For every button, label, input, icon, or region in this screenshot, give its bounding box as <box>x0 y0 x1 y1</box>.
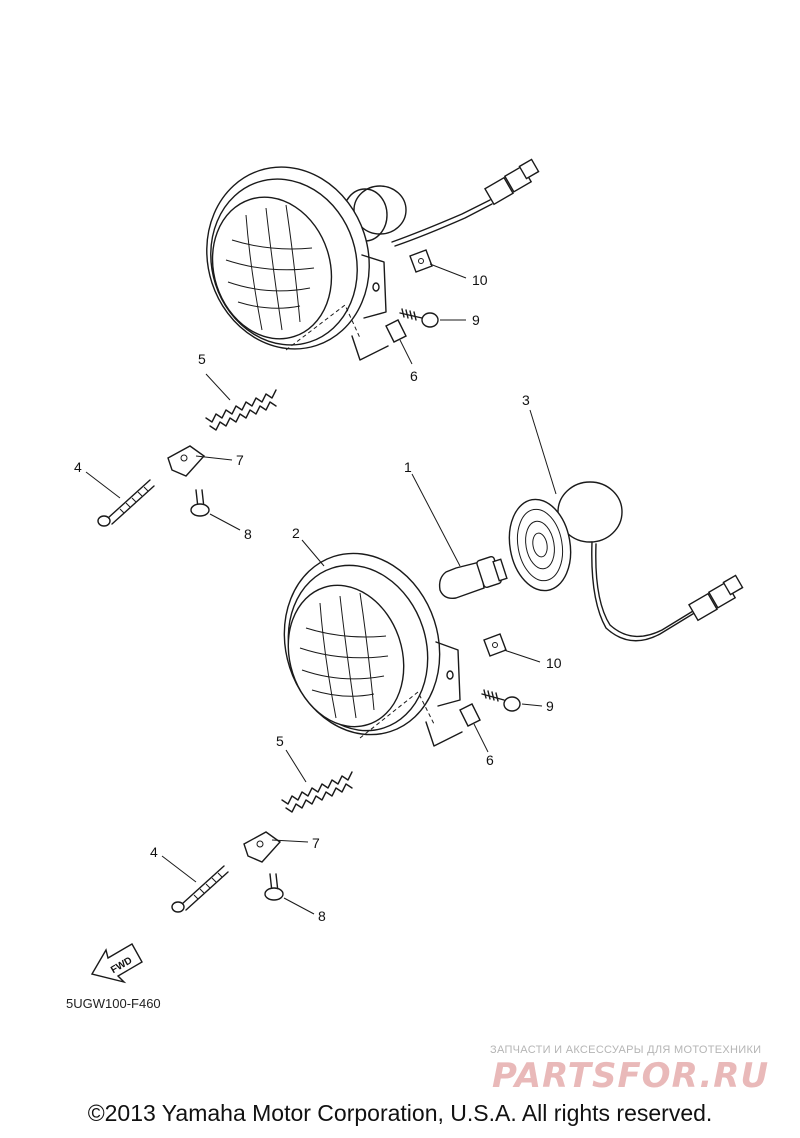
callout-5-lower: 5 <box>276 733 284 749</box>
upper-bolt-4 <box>97 479 155 527</box>
upper-headlight <box>206 158 540 361</box>
callout-6-lower: 6 <box>486 752 494 768</box>
lower-spring-5 <box>281 771 353 813</box>
watermark-logo: PARTSFOR.RU <box>492 1056 770 1096</box>
upper-clip-6 <box>385 319 407 343</box>
diagram-code: 5UGW100-F460 <box>66 996 161 1011</box>
callout-3: 3 <box>522 392 530 408</box>
copyright-notice: ©2013 Yamaha Motor Corporation, U.S.A. A… <box>87 1100 713 1126</box>
callout-7-lower: 7 <box>312 835 320 851</box>
callout-2: 2 <box>292 525 300 541</box>
callout-7-upper: 7 <box>236 452 244 468</box>
watermark-tagline: ЗАПЧАСТИ И АКСЕССУАРЫ ДЛЯ МОТОТЕХНИКИ <box>490 1044 762 1056</box>
callout-5-upper: 5 <box>198 351 206 367</box>
lower-bracket-7 <box>243 831 282 863</box>
callout-4-lower: 4 <box>150 844 158 860</box>
lower-screw-8 <box>264 873 284 901</box>
bulb <box>438 555 508 600</box>
leader-lines <box>85 263 557 915</box>
upper-screw-8 <box>190 489 210 517</box>
lower-connector <box>688 574 744 622</box>
lower-bolt-4 <box>171 865 229 913</box>
callout-8-lower: 8 <box>318 908 326 924</box>
callout-6-upper: 6 <box>410 368 418 384</box>
upper-spring-5 <box>205 389 277 431</box>
callout-9-lower: 9 <box>546 698 554 714</box>
upper-nut-10 <box>409 249 433 273</box>
lower-nut-10 <box>483 633 507 657</box>
callout-1: 1 <box>404 459 412 475</box>
callout-9-upper: 9 <box>472 312 480 328</box>
socket <box>508 481 699 642</box>
fwd-arrow-icon: FWD <box>90 943 143 984</box>
callout-10-lower: 10 <box>546 655 562 671</box>
callout-4-upper: 4 <box>74 459 82 475</box>
upper-screw-9 <box>399 308 439 328</box>
upper-bracket-7 <box>167 445 206 477</box>
lower-screw-9 <box>481 689 521 712</box>
callout-10-upper: 10 <box>472 272 488 288</box>
lower-headlight <box>283 552 463 747</box>
upper-connector <box>484 158 540 206</box>
lower-clip-6 <box>459 703 481 727</box>
callout-8-upper: 8 <box>244 526 252 542</box>
